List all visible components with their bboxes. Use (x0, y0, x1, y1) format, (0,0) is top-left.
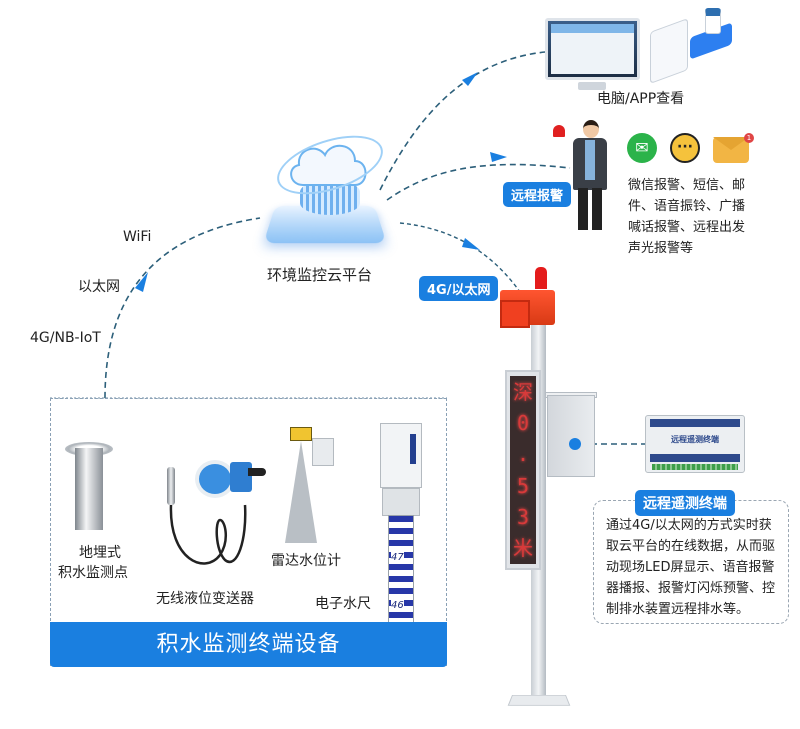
antenna-icon (248, 468, 266, 476)
remote-terminal-device: 远程遥测终端 (645, 415, 745, 473)
device-nameplate: 远程遥测终端 (671, 435, 719, 444)
description-line: 器播报、报警灯闪烁预警、控 (606, 581, 776, 596)
remote-alarm-description: 微信报警、短信、邮 件、语音振铃、广播 喊话报警、远程出发 声光报警等 (628, 175, 745, 259)
monitor-stand (578, 82, 606, 90)
led-char: 3 (516, 504, 530, 529)
probe-cable (169, 504, 247, 565)
terminal-devices-banner: 积水监测终端设备 (50, 622, 447, 667)
staff-mark: 46 (391, 600, 404, 611)
wechat-icon: ✉ (627, 133, 657, 163)
led-char: 米 (513, 536, 533, 561)
viewing-line (379, 51, 546, 191)
description-line: 通过4G/以太网的方式实时获 (606, 518, 772, 533)
device-label-transmitter: 无线液位变送器 (156, 591, 254, 607)
pressure-probe-icon (167, 467, 175, 505)
mail-badge: 1 (744, 133, 754, 143)
description-line: 微信报警、短信、邮 (628, 178, 746, 193)
person-head (583, 120, 599, 138)
connection-dot (569, 438, 581, 450)
cloud-icon (290, 145, 367, 186)
viewing-label: 电脑/APP查看 (597, 91, 685, 107)
label-line: 积水监测点 (58, 565, 128, 581)
transmitter-housing (230, 462, 252, 492)
led-char: 0 (516, 410, 530, 435)
downlink-badge: 4G/以太网 (419, 276, 499, 301)
staff-mark: 47 (391, 552, 404, 563)
alarm-light-icon (553, 125, 565, 137)
led-char: 5 (516, 473, 530, 498)
loudspeaker-icon (500, 300, 530, 328)
mail-icon (713, 137, 749, 163)
label-line: 地埋式 (79, 545, 121, 561)
control-cabinet (547, 395, 595, 477)
sms-icon: ··· (670, 133, 700, 163)
app-screen-icon (650, 18, 688, 84)
alarm-arrow (490, 152, 507, 162)
person-legs (578, 188, 602, 230)
led-display: 深 0 . 5 3 米 (505, 370, 541, 570)
led-char: . (516, 442, 530, 467)
terminal-devices-panel (50, 398, 447, 666)
rtu-description-box: 通过4G/以太网的方式实时获 取云平台的在线数据，从而驱 动现场LED屏显示、语… (593, 500, 789, 624)
computer-monitor-icon (545, 18, 640, 80)
description-line: 喊话报警、远程出发 (628, 220, 746, 235)
remote-alarm-badge: 远程报警 (503, 182, 572, 207)
radar-bracket (312, 438, 334, 466)
description-line: 动现场LED屏显示、语音报警 (606, 560, 775, 575)
radar-level-meter-icon (285, 441, 317, 543)
warning-light-icon (535, 267, 547, 289)
ethernet-label: 以太网 (78, 279, 120, 295)
cellular-label: 4G/NB-IoT (30, 330, 101, 346)
description-line: 声光报警等 (628, 241, 694, 256)
downlink-arrow (462, 238, 480, 250)
radar-sensor-head (290, 427, 312, 441)
description-line: 件、语音振铃、广播 (628, 199, 746, 214)
device-label-staff-gauge: 电子水尺 (315, 596, 371, 612)
cloud-platform-label: 环境监控云平台 (267, 266, 373, 284)
device-label-radar: 雷达水位计 (271, 553, 341, 569)
wifi-label: WiFi (123, 229, 152, 245)
description-line: 取云平台的在线数据，从而驱 (606, 539, 776, 554)
led-char: 深 (513, 379, 533, 404)
uplink-line (104, 217, 261, 399)
description-line: 制排水装置远程排水等。 (606, 602, 750, 617)
wireless-transmitter-icon (195, 460, 235, 498)
buried-water-sensor-icon (75, 448, 103, 530)
viewing-arrow (462, 72, 478, 86)
uplink-arrow (135, 272, 148, 292)
mobile-phone-icon (705, 8, 721, 34)
pole-base (507, 695, 571, 706)
gauge-bracket (382, 488, 420, 516)
water-level-staff-icon: 47 46 (388, 515, 414, 623)
rtu-badge: 远程遥测终端 (635, 490, 735, 516)
person-shirt (585, 140, 595, 180)
electronic-staff-gauge-unit (380, 423, 422, 488)
device-label-buried-sensor: 地埋式 积水监测点 (58, 543, 128, 583)
